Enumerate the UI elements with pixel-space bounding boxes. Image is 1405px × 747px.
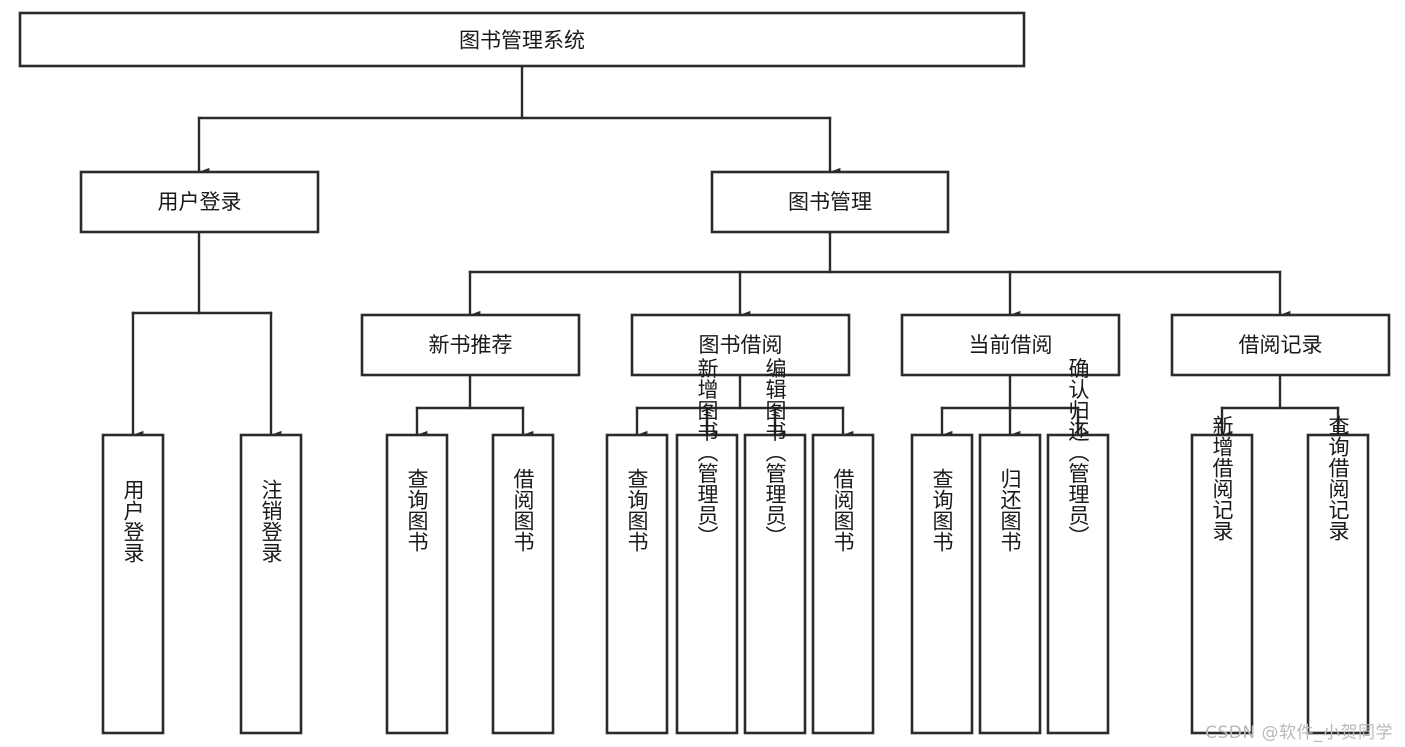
connector-group-book-borrow — [635, 373, 854, 440]
node-book-borrow[interactable]: 图书借阅 — [630, 313, 851, 377]
node-new-book[interactable]: 新书推荐 — [360, 313, 581, 377]
connector-group-new-book — [415, 373, 534, 440]
node-leaf-book-borrow-4[interactable]: 借阅图书 — [811, 433, 875, 735]
node-leaf-borrow-record-2-label: 查询借阅记录 — [1326, 415, 1350, 541]
node-leaf-book-borrow-4-label: 借阅图书 — [831, 468, 855, 552]
node-leaf-book-borrow-1-box[interactable] — [605, 433, 669, 735]
node-leaf-borrow-record-1[interactable]: 新增借阅记录 — [1190, 415, 1254, 735]
node-leaf-current-borrow-3-label: 确认归还（管理员） — [1066, 358, 1090, 547]
node-leaf-user-login-2-box[interactable] — [239, 433, 303, 735]
connector-group-user-login — [131, 230, 282, 440]
node-leaf-borrow-record-1-label: 新增借阅记录 — [1210, 415, 1234, 541]
node-borrow-record-label: 借阅记录 — [1239, 333, 1323, 357]
node-book-borrow-label: 图书借阅 — [699, 333, 783, 357]
node-book-borrow-box[interactable] — [630, 313, 851, 377]
node-leaf-book-borrow-3-box[interactable] — [743, 433, 807, 735]
node-leaf-current-borrow-3[interactable]: 确认归还（管理员） — [1046, 358, 1110, 735]
node-root-label: 图书管理系统 — [459, 29, 585, 53]
node-leaf-current-borrow-3-box[interactable] — [1046, 433, 1110, 735]
node-leaf-book-borrow-3[interactable]: 编辑图书（管理员） — [743, 358, 807, 735]
node-leaf-user-login-1-label: 用户登录 — [121, 479, 145, 563]
node-leaf-user-login-2-label: 注销登录 — [259, 479, 283, 563]
node-root-box[interactable] — [18, 11, 1026, 68]
connector-group-current-borrow — [940, 373, 1089, 440]
node-leaf-new-book-2-label: 借阅图书 — [511, 468, 535, 552]
node-leaf-book-borrow-2-box[interactable] — [675, 433, 739, 735]
node-leaf-borrow-record-2[interactable]: 查询借阅记录 — [1306, 415, 1370, 735]
node-leaf-user-login-1[interactable]: 用户登录 — [101, 433, 165, 735]
connector-group-root — [197, 64, 841, 177]
node-leaf-current-borrow-1-box[interactable] — [910, 433, 974, 735]
node-leaf-current-borrow-1-label: 查询图书 — [930, 468, 954, 552]
node-leaf-book-borrow-1-label: 查询图书 — [625, 468, 649, 552]
node-book-manage[interactable]: 图书管理 — [710, 170, 950, 234]
node-user-login-label: 用户登录 — [158, 190, 242, 214]
node-leaf-new-book-2[interactable]: 借阅图书 — [491, 433, 555, 735]
node-leaf-book-borrow-2[interactable]: 新增图书（管理员） — [675, 358, 739, 735]
node-leaf-current-borrow-1[interactable]: 查询图书 — [910, 433, 974, 735]
node-current-borrow-box[interactable] — [900, 313, 1121, 377]
node-user-login[interactable]: 用户登录 — [79, 170, 320, 234]
node-new-book-label: 新书推荐 — [429, 333, 513, 357]
node-leaf-current-borrow-2-label: 归还图书 — [998, 468, 1022, 552]
node-leaf-book-borrow-4-box[interactable] — [811, 433, 875, 735]
node-user-login-box[interactable] — [79, 170, 320, 234]
node-new-book-box[interactable] — [360, 313, 581, 377]
csdn-watermark: CSDN @软件_小贺同学 — [1205, 723, 1393, 743]
node-leaf-current-borrow-2[interactable]: 归还图书 — [978, 433, 1042, 735]
node-book-manage-box[interactable] — [710, 170, 950, 234]
node-leaf-new-book-1-box[interactable] — [385, 433, 449, 735]
node-borrow-record-box[interactable] — [1170, 313, 1391, 377]
node-leaf-book-borrow-3-label: 编辑图书（管理员） — [763, 358, 787, 547]
node-leaf-new-book-1-label: 查询图书 — [405, 468, 429, 552]
node-leaf-book-borrow-1[interactable]: 查询图书 — [605, 433, 669, 735]
connector-group-borrow-record — [1220, 373, 1349, 440]
node-root[interactable]: 图书管理系统 — [18, 11, 1026, 68]
node-borrow-record[interactable]: 借阅记录 — [1170, 313, 1391, 377]
node-leaf-new-book-1[interactable]: 查询图书 — [385, 433, 449, 735]
node-leaf-user-login-1-box[interactable] — [101, 433, 165, 735]
node-book-manage-label: 图书管理 — [788, 190, 872, 214]
node-leaf-current-borrow-2-box[interactable] — [978, 433, 1042, 735]
node-current-borrow-label: 当前借阅 — [969, 333, 1053, 357]
node-leaf-user-login-2[interactable]: 注销登录 — [239, 433, 303, 735]
node-leaf-borrow-record-2-box[interactable] — [1306, 433, 1370, 735]
node-current-borrow[interactable]: 当前借阅 — [900, 313, 1121, 377]
connector-group-book-manage — [468, 230, 1291, 320]
node-leaf-borrow-record-1-box[interactable] — [1190, 433, 1254, 735]
node-leaf-new-book-2-box[interactable] — [491, 433, 555, 735]
node-leaf-book-borrow-2-label: 新增图书（管理员） — [695, 358, 719, 547]
